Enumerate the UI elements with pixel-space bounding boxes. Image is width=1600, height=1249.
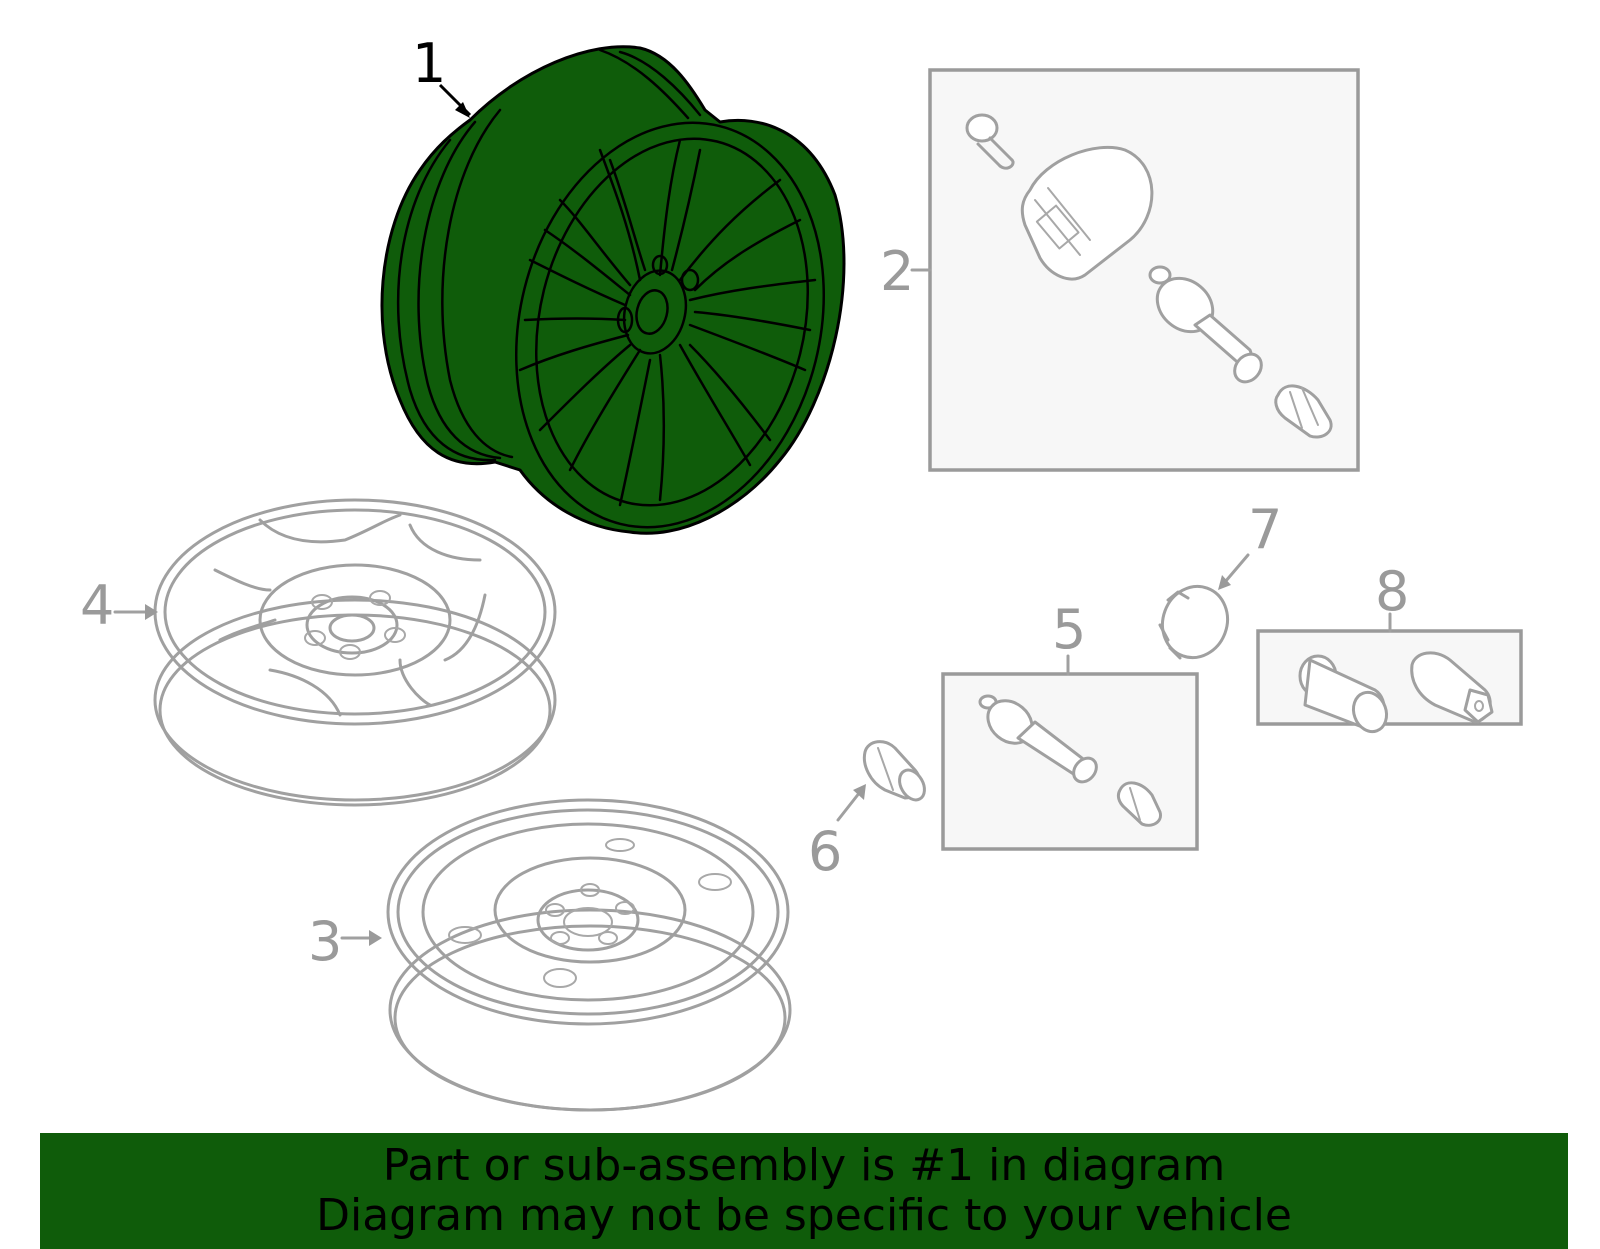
- callout-8-label: 8: [1375, 560, 1409, 623]
- highlight-banner: Part or sub-assembly is #1 in diagram Di…: [40, 1133, 1568, 1249]
- part-2-tpms-sensor-kit[interactable]: [928, 68, 1360, 472]
- callout-3-arrowhead: [369, 930, 382, 946]
- part-7-center-cap[interactable]: [1153, 577, 1238, 667]
- callout-5-label: 5: [1052, 598, 1086, 661]
- tpms-valve-cap: [1274, 384, 1333, 439]
- part-1-alloy-wheel[interactable]: [380, 45, 865, 560]
- part-5-valve-stem-kit[interactable]: [941, 672, 1199, 851]
- callout-6-arrowhead: [853, 784, 866, 800]
- tpms-valve-stem: [1148, 265, 1263, 384]
- part-6-lug-nut[interactable]: [862, 740, 929, 805]
- callout-4-label: 4: [80, 574, 114, 637]
- part-3-steel-spare-wheel[interactable]: [386, 798, 792, 1112]
- wheel-spokes: [518, 138, 817, 507]
- lock-key: [1410, 651, 1494, 724]
- callout-7-arrow: [1223, 553, 1250, 584]
- banner-line-2: Diagram may not be specific to your vehi…: [316, 1190, 1292, 1241]
- part-4-alloy-wheel[interactable]: [153, 498, 557, 807]
- banner-line-1: Part or sub-assembly is #1 in diagram: [382, 1140, 1226, 1191]
- tpms-sensor: [1020, 145, 1154, 281]
- callout-7-arrowhead: [1218, 575, 1231, 590]
- valve-stem: [978, 694, 1098, 784]
- callout-3-label: 3: [308, 910, 342, 973]
- tpms-screw: [965, 113, 1015, 170]
- callout-4-arrowhead: [145, 604, 158, 620]
- callout-7-label: 7: [1248, 498, 1282, 561]
- callout-6-arrow: [836, 790, 862, 822]
- callout-1-arrowhead: [455, 102, 470, 118]
- callout-6-label: 6: [808, 820, 842, 883]
- valve-cap: [1116, 781, 1162, 827]
- lock-nut: [1298, 654, 1389, 734]
- part-8-wheel-lock-kit[interactable]: [1256, 629, 1523, 736]
- callout-2-label: 2: [880, 240, 914, 303]
